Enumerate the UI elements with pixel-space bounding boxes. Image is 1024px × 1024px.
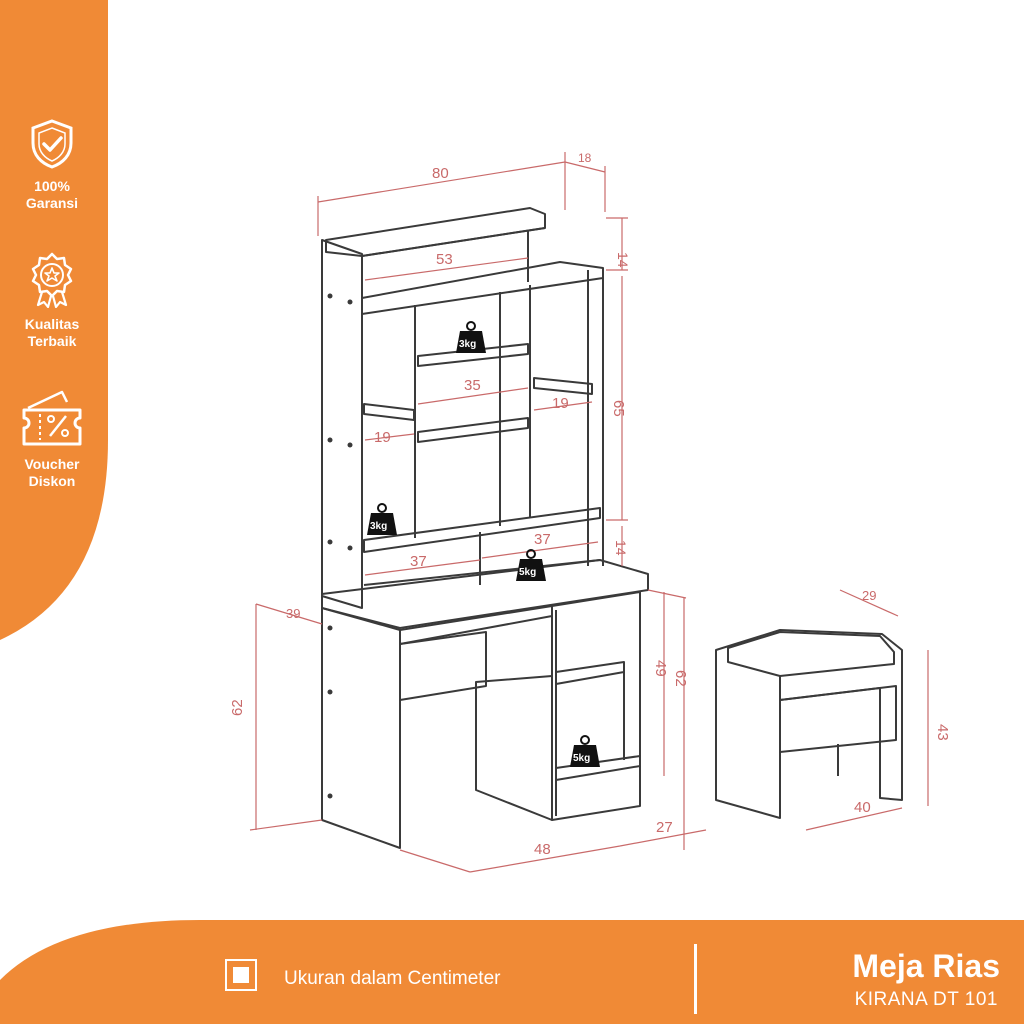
measure-square-icon — [225, 959, 257, 991]
dim-desk-height-left: 62 — [229, 699, 246, 716]
product-name: Meja Rias — [852, 948, 1000, 984]
weight-tag-3: 5kg — [516, 549, 546, 581]
shield-check-icon — [31, 119, 73, 169]
quality-medal-icon — [31, 252, 73, 308]
dim-top-cap-height: 14 — [615, 252, 631, 268]
dim-cabinet-height: 49 — [652, 660, 669, 677]
dim-hutch-height: 65 — [610, 400, 627, 417]
feature-sidebar: 100% Garansi Kualitas Terbaik Voucher Di… — [0, 0, 140, 640]
badge-voucher: Voucher Diskon — [0, 388, 104, 490]
dim-lower-left-width: 37 — [410, 553, 427, 570]
dim-top-depth: 18 — [578, 151, 592, 165]
dim-stool-height: 43 — [934, 724, 951, 741]
badge-warranty-line1: 100% — [34, 178, 70, 194]
dim-desk-width: 48 — [534, 841, 551, 858]
voucher-ticket-icon — [22, 390, 82, 446]
weight-label-2: 3kg — [370, 521, 387, 532]
dim-stool-width: 40 — [854, 799, 871, 816]
dim-top-width: 80 — [432, 165, 449, 182]
dim-lower-gap-height: 14 — [613, 540, 629, 556]
dim-desk-height-right: 62 — [672, 670, 689, 687]
weight-label-1: 3kg — [459, 339, 476, 350]
dim-stool-depth: 29 — [862, 588, 876, 603]
unit-note: Ukuran dalam Centimeter — [284, 968, 501, 989]
screw-holes — [327, 293, 353, 799]
badge-quality: Kualitas Terbaik — [0, 252, 104, 350]
badge-quality-line1: Kualitas — [24, 316, 80, 332]
dim-side-shelf-right: 19 — [552, 395, 569, 412]
weight-label-3: 5kg — [519, 567, 536, 578]
dim-desk-depth: 39 — [286, 606, 300, 621]
badge-quality-line2: Terbaik — [27, 333, 77, 349]
weight-label-4: 5kg — [573, 753, 590, 764]
dimension-drawing: 80 18 14 53 35 19 19 65 14 37 37 39 62 6… — [229, 151, 951, 873]
badge-voucher-line2: Diskon — [28, 473, 76, 489]
dim-lower-right-width: 37 — [534, 531, 551, 548]
furniture-lines — [321, 207, 903, 849]
dimension-lines — [249, 152, 929, 873]
dimension-labels: 80 18 14 53 35 19 19 65 14 37 37 39 62 6… — [229, 151, 951, 858]
footer-bar — [0, 920, 1024, 1024]
dim-top-shelf-width: 53 — [436, 251, 453, 268]
badge-voucher-line1: Voucher — [24, 456, 80, 472]
dim-side-shelf-left: 19 — [374, 429, 391, 446]
product-model: KIRANA DT 101 — [854, 989, 998, 1010]
badge-warranty: 100% Garansi — [0, 118, 104, 212]
footer-divider — [694, 944, 697, 1014]
badge-warranty-line2: Garansi — [25, 195, 79, 211]
dim-cabinet-depth: 27 — [656, 819, 673, 836]
footer-background — [0, 920, 1024, 1024]
sidebar-background — [0, 0, 108, 640]
dim-center-shelf-width: 35 — [464, 377, 481, 394]
weight-tag-1: 3kg — [456, 321, 486, 353]
weight-tag-2: 3kg — [367, 503, 397, 535]
weight-tag-4: 5kg — [570, 735, 600, 767]
